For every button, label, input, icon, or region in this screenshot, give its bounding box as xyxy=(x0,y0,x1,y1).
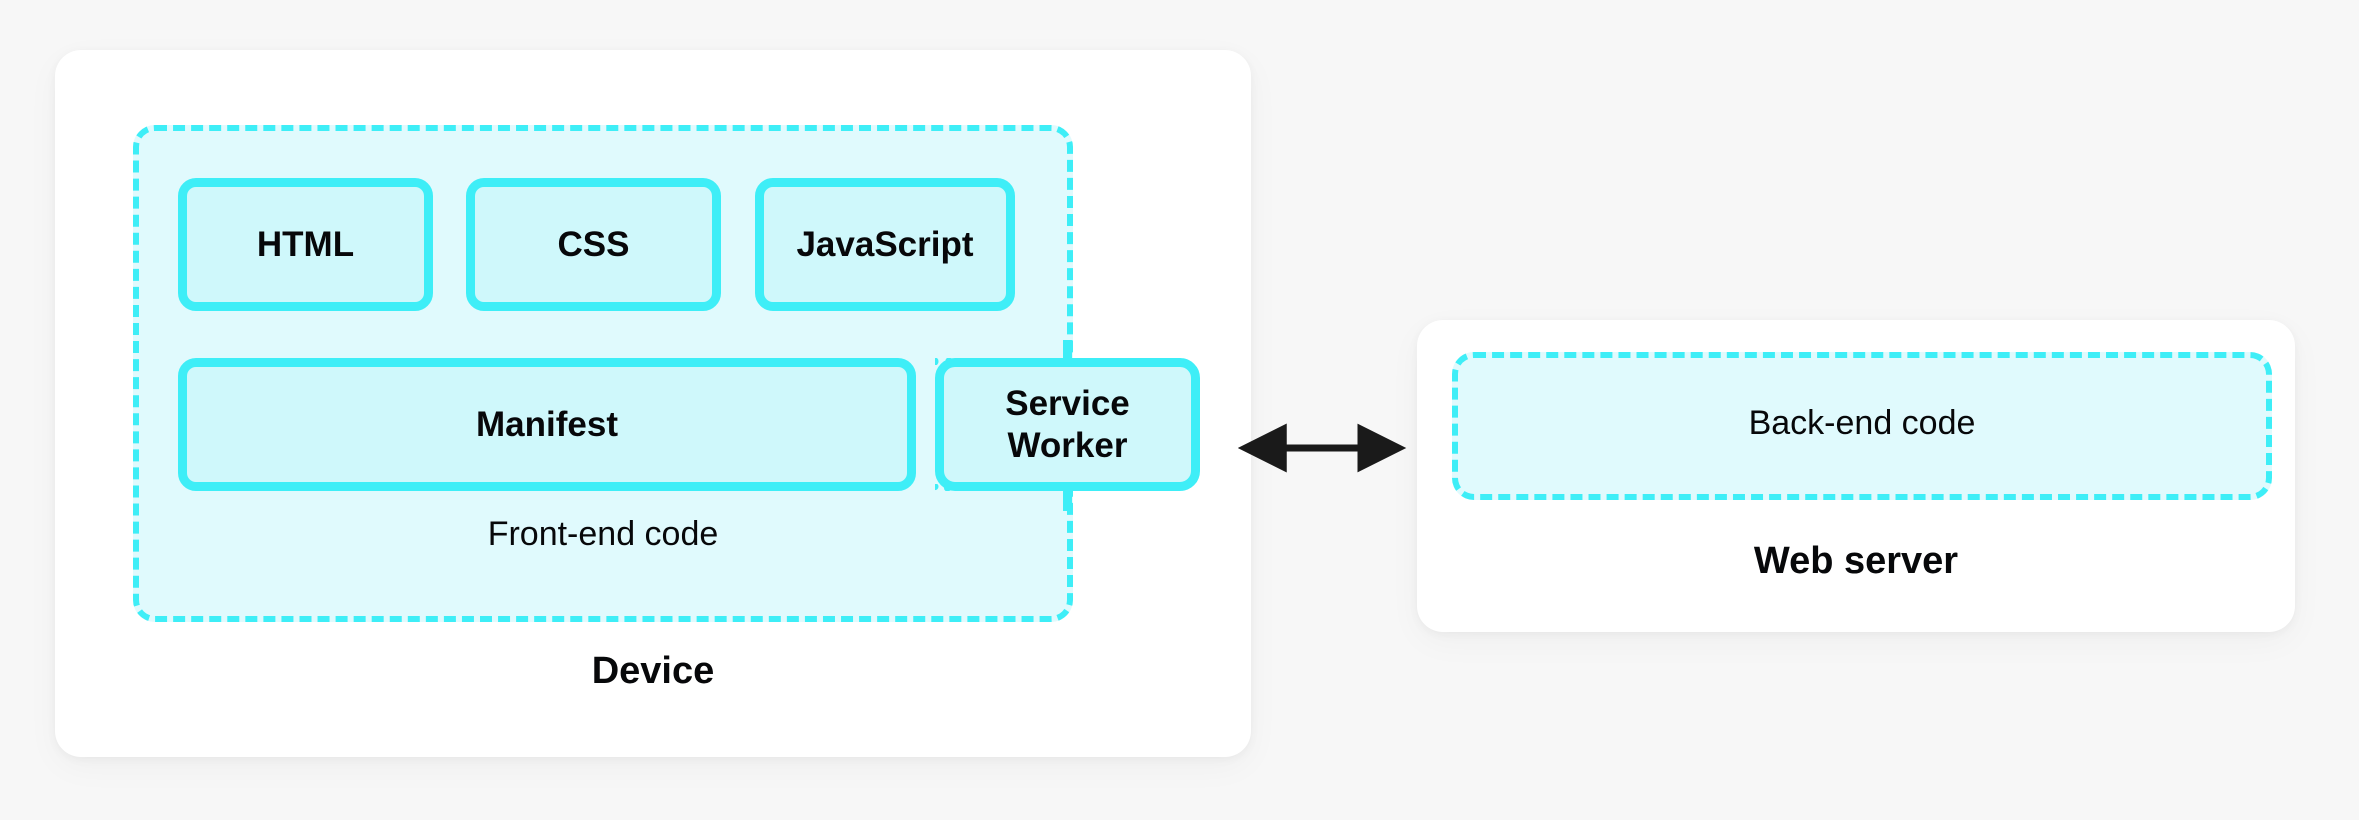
box-javascript: JavaScript xyxy=(755,178,1015,311)
web-server-card: Back-end code Web server xyxy=(1417,320,2295,632)
backend-code-caption: Back-end code xyxy=(1748,404,1976,442)
box-service-worker: Service Worker xyxy=(935,358,1200,491)
device-caption: Device xyxy=(591,650,715,692)
frontend-code-caption: Front-end code xyxy=(487,515,719,553)
web-server-caption: Web server xyxy=(1753,540,1959,582)
frontend-boundary-tick-top xyxy=(1063,340,1072,362)
bidirectional-connector-arrow xyxy=(1237,423,1407,473)
box-html: HTML xyxy=(178,178,433,311)
service-worker-label-line2: Worker xyxy=(1007,425,1128,465)
frontend-boundary-tick-bottom xyxy=(1063,487,1072,511)
backend-code-region xyxy=(1452,352,2272,500)
service-worker-label-line1: Service xyxy=(1005,384,1130,424)
box-manifest: Manifest xyxy=(178,358,916,491)
box-css: CSS xyxy=(466,178,721,311)
device-card: HTML CSS JavaScript Manifest Service Wor… xyxy=(55,50,1251,757)
